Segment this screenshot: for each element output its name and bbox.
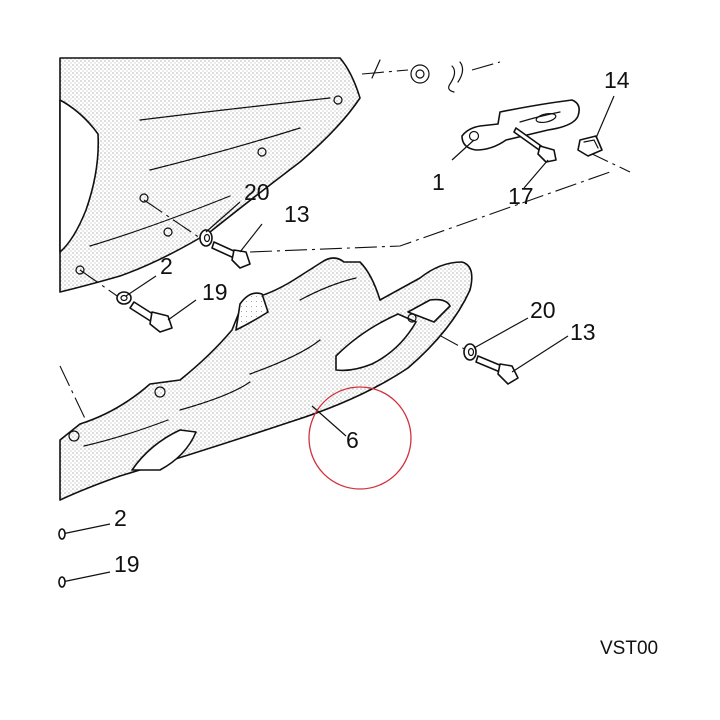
screw-part-17: [513, 127, 557, 163]
screw-part-19-upper: [129, 301, 173, 333]
lower-fairing-part-6: [59, 257, 473, 501]
callout-1: 1: [432, 169, 445, 195]
screw-part-13-upper: [211, 241, 251, 269]
washer-part-20-upper: [199, 229, 213, 247]
callout-17: 17: [508, 183, 534, 209]
leader-lines: [61, 95, 615, 583]
screw-part-13-lower: [475, 355, 519, 385]
diagram-code: VST00: [600, 638, 658, 659]
callout-2-upper: 2: [160, 253, 173, 279]
callout-19-upper: 19: [202, 279, 228, 305]
callout-13-upper: 13: [284, 201, 310, 227]
highlight-circle: [308, 386, 412, 490]
callout-13-lower: 13: [570, 319, 596, 345]
callout-19-lower: 19: [114, 551, 140, 577]
callout-2-lower: 2: [114, 505, 127, 531]
callout-20-lower: 20: [530, 297, 556, 323]
callout-14: 14: [604, 67, 630, 93]
upper-fairing-panel: [59, 57, 361, 293]
screw-part-19-lower: [58, 576, 66, 588]
frame-detail: [371, 59, 464, 93]
callout-20-upper: 20: [244, 179, 270, 205]
callout-6: 6: [346, 427, 359, 453]
bracket-part-1: [461, 99, 580, 151]
clip-nut-part-14: [577, 135, 603, 157]
washer-part-20-lower: [463, 343, 477, 361]
washer-part-2-lower: [58, 528, 66, 540]
